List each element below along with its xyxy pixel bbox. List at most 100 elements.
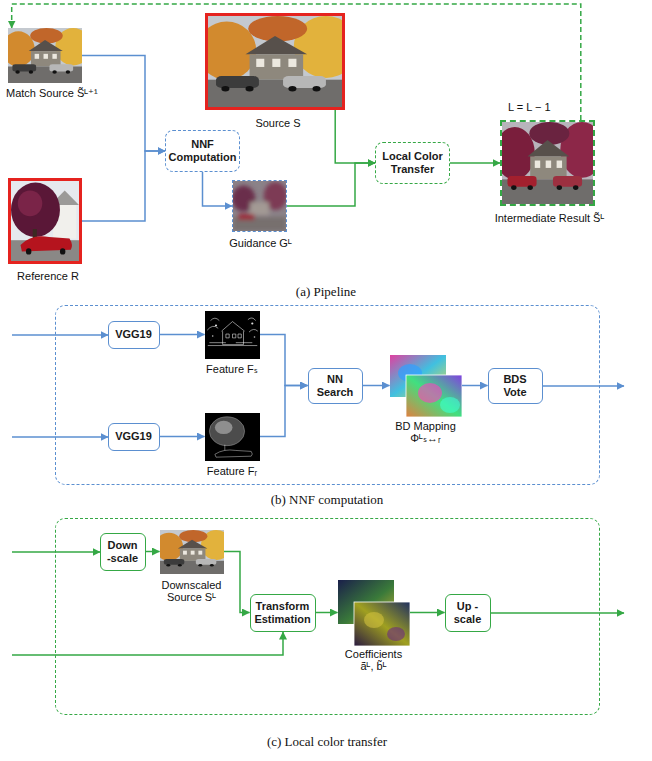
- panel-frame: (b) NNF computationVGG19Feature FₛVGG19F…: [55, 305, 600, 485]
- image-panel: Match Source S̃ᴸ⁺¹: [8, 28, 82, 83]
- image-panel: Downscaled Source Sᴸ: [160, 530, 224, 574]
- connector-arrow: [260, 386, 308, 437]
- illustration: [502, 122, 593, 204]
- illustration-part: [553, 176, 582, 187]
- box-label: Transform Estimation: [254, 600, 310, 625]
- image-panel: Feature Fᵣ: [205, 413, 260, 461]
- illustration-part: [52, 70, 56, 73]
- illustration-part: [29, 70, 33, 73]
- illustration-part: [288, 59, 296, 67]
- illustration-part: [557, 161, 562, 168]
- illustration: [208, 16, 342, 107]
- illustration: [160, 530, 224, 574]
- illustration-part: [66, 70, 70, 73]
- image-panel: Feature Fₛ: [205, 311, 260, 359]
- illustration-part: [527, 185, 532, 190]
- connector-arrow: [462, 385, 488, 387]
- box-label: Up -scale: [450, 600, 486, 625]
- illustration: [390, 355, 462, 417]
- illustration-part: [246, 86, 254, 91]
- illustration-part: [246, 36, 308, 54]
- illustration-part: [216, 76, 259, 88]
- output-wire: [491, 612, 624, 614]
- process-box: Up -scale: [445, 594, 491, 632]
- connector-arrow: [450, 162, 500, 164]
- image-caption: Coefficients ãᴸ, b̃ᴸ: [341, 648, 407, 672]
- process-box: VGG19: [108, 321, 160, 349]
- illustration-part: [253, 336, 255, 337]
- illustration-part: [387, 627, 405, 641]
- connector-arrow: [160, 334, 205, 336]
- illustration: [205, 413, 260, 461]
- illustration: [11, 181, 79, 261]
- illustration-part: [205, 413, 260, 461]
- illustration-part: [190, 550, 194, 554]
- illustration-part: [511, 185, 516, 190]
- image-caption: Intermediate Result S̃ᴸ: [470, 212, 630, 224]
- illustration-part: [418, 383, 442, 403]
- illustration-part: [198, 563, 202, 566]
- image-caption: Guidance Gᴸ: [211, 237, 311, 249]
- connector-arrow: [146, 551, 160, 553]
- box-label: Down -scale: [105, 539, 141, 564]
- illustration-part: [166, 563, 170, 566]
- illustration-part: [406, 375, 462, 417]
- illustration-part: [214, 444, 251, 456]
- output-wire: [543, 385, 624, 387]
- image-caption: Reference R: [0, 270, 98, 282]
- input-wire: [12, 551, 100, 553]
- illustration-part: [354, 602, 410, 646]
- panel-frame: (c) Local color transferDown -scaleDowns…: [55, 518, 600, 715]
- illustration-part: [507, 176, 536, 187]
- illustration-part: [11, 181, 79, 261]
- process-box: VGG19: [108, 423, 160, 451]
- image-panel: Guidance Gᴸ: [232, 180, 287, 232]
- illustration-part: [272, 59, 280, 67]
- box-label: NNF Computation: [169, 138, 237, 163]
- connector-arrow: [82, 151, 165, 221]
- connector-arrow: [260, 335, 308, 386]
- connector-arrow: [160, 436, 205, 438]
- connector-arrow: [287, 163, 375, 206]
- image-panel: L = L − 1Intermediate Result S̃ᴸ: [500, 120, 595, 206]
- illustration-part: [233, 182, 286, 231]
- illustration-part: [313, 86, 321, 91]
- image-caption: BD Mapping Φᴸₛ↔ᵣ: [388, 420, 464, 445]
- illustration-part: [49, 64, 73, 71]
- connector-arrow: [410, 612, 445, 614]
- illustration-part: [288, 86, 296, 91]
- illustration-part: [250, 54, 304, 79]
- connector-arrow: [335, 110, 375, 163]
- box-label: BDS Vote: [493, 373, 538, 398]
- illustration-part: [283, 76, 326, 88]
- illustration-part: [205, 311, 260, 359]
- connector-arrow: [363, 385, 390, 387]
- image-caption: Feature Fₛ: [187, 363, 277, 376]
- illustration-part: [15, 70, 19, 73]
- connector-arrow: [203, 172, 233, 206]
- illustration-part: [251, 322, 253, 324]
- illustration: [338, 580, 410, 646]
- illustration-part: [209, 563, 213, 566]
- input-wire: [12, 632, 283, 655]
- input-wire: [12, 334, 108, 336]
- image-caption: L = L − 1: [508, 101, 551, 113]
- illustration-part: [530, 156, 566, 179]
- image-panel: Source S: [205, 13, 345, 110]
- image-caption: Downscaled Source Sᴸ: [150, 579, 234, 603]
- illustration-part: [26, 248, 31, 254]
- image-panel: BD Mapping Φᴸₛ↔ᵣ: [390, 355, 462, 417]
- illustration-part: [183, 550, 187, 554]
- illustration-part: [209, 416, 244, 445]
- illustration-part: [214, 324, 216, 326]
- illustration-part: [177, 563, 181, 566]
- illustration: [205, 311, 260, 359]
- illustration-part: [44, 54, 48, 59]
- subfigure-caption: (b) NNF computation: [55, 492, 600, 508]
- illustration-part: [546, 161, 551, 168]
- box-label: NN Search: [313, 373, 358, 398]
- box-label: VGG19: [115, 328, 152, 341]
- illustration-part: [527, 140, 569, 156]
- illustration-part: [177, 539, 206, 548]
